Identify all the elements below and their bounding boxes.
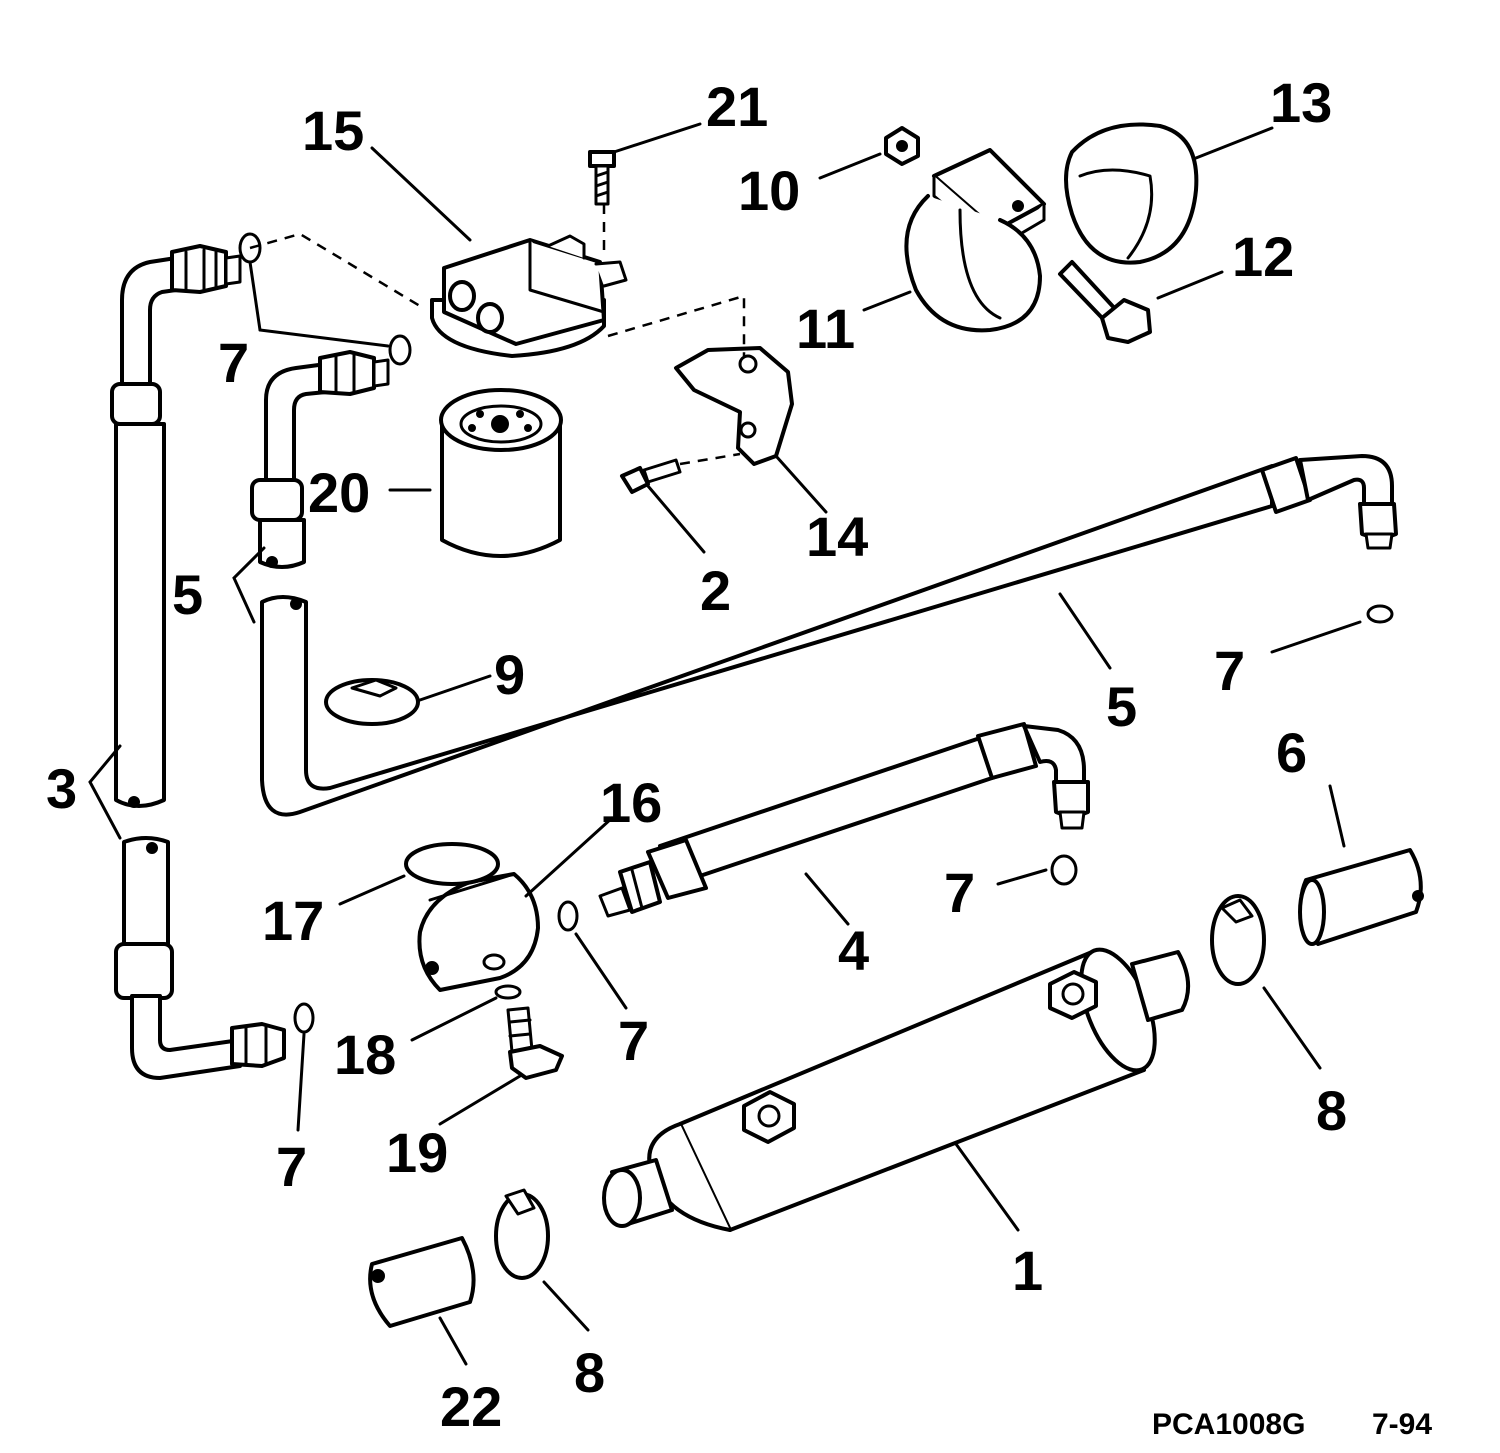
callout-12: 12 (1232, 225, 1294, 288)
callout-20: 20 (308, 461, 370, 524)
part-8-hose-clamp-lower (494, 1188, 550, 1280)
part-5-hose-assembly (250, 350, 1398, 817)
figure-date: 7-94 (1372, 1408, 1432, 1441)
callout-7-center-right: 7 (944, 861, 975, 924)
callout-7-right: 7 (1214, 639, 1245, 702)
part-21-screw (588, 150, 616, 206)
assembly-dashed-lines (249, 204, 746, 466)
callout-7-center: 7 (618, 1009, 649, 1072)
part-15-filter-adapter (430, 234, 628, 358)
callout-6: 6 (1276, 721, 1307, 784)
part-17-o-ring (404, 842, 500, 886)
part-19-drain-plug (506, 1006, 564, 1080)
leader-lines (88, 122, 1362, 1366)
callout-18: 18 (334, 1023, 396, 1086)
part-11-clamp-bracket (904, 148, 1046, 333)
part-16-filter-housing (417, 872, 540, 992)
part-20-oil-filter (439, 388, 563, 558)
callout-7-upper-left: 7 (218, 331, 249, 394)
part-13-sleeve (1064, 122, 1199, 265)
callout-5-right: 5 (1106, 675, 1137, 738)
callout-labels: 21 15 10 15 15 13 12 11 7 20 14 2 5 9 7 … (46, 71, 1347, 1438)
part-8-hose-clamp-right (1210, 894, 1266, 986)
callout-8-right: 8 (1316, 1079, 1347, 1142)
figure-reference: PCA1008G 7-94 (1152, 1408, 1432, 1441)
part-12-bolt (1058, 260, 1152, 344)
callout-7-lower-left: 7 (276, 1135, 307, 1198)
part-4-hose-assembly (598, 722, 1090, 918)
callout-2: 2 (700, 559, 731, 622)
part-10-nut (884, 126, 920, 166)
callout-13-text: 13 (1270, 71, 1332, 134)
part-7-washers (238, 232, 1394, 1034)
callout-16: 16 (600, 771, 662, 834)
callout-14: 14 (806, 505, 868, 568)
callout-21: 21 (706, 75, 768, 138)
callout-3: 3 (46, 757, 77, 820)
callout-19: 19 (386, 1121, 448, 1184)
part-22-rubber-hose (368, 1236, 476, 1328)
callout-4: 4 (838, 919, 869, 982)
callout-11: 11 (796, 297, 855, 360)
figure-code: PCA1008G (1152, 1408, 1305, 1441)
part-1-oil-cooler (602, 947, 1190, 1232)
part-14-mounting-bracket (674, 346, 794, 466)
callout-15: 15 (302, 99, 364, 162)
callout-10: 10 (738, 159, 800, 222)
part-9-hose-clamp (324, 678, 420, 726)
callout-8-lower: 8 (574, 1341, 605, 1404)
part-6-rubber-hose (1298, 848, 1424, 946)
part-2-screw (620, 458, 682, 494)
part-3-hose-assembly (110, 244, 286, 1080)
part-18-o-ring (494, 984, 522, 1000)
callout-1: 1 (1012, 1239, 1043, 1302)
callout-22: 22 (440, 1375, 502, 1438)
callout-17: 17 (262, 889, 324, 952)
callout-5-left: 5 (172, 563, 203, 626)
callout-9: 9 (494, 643, 525, 706)
